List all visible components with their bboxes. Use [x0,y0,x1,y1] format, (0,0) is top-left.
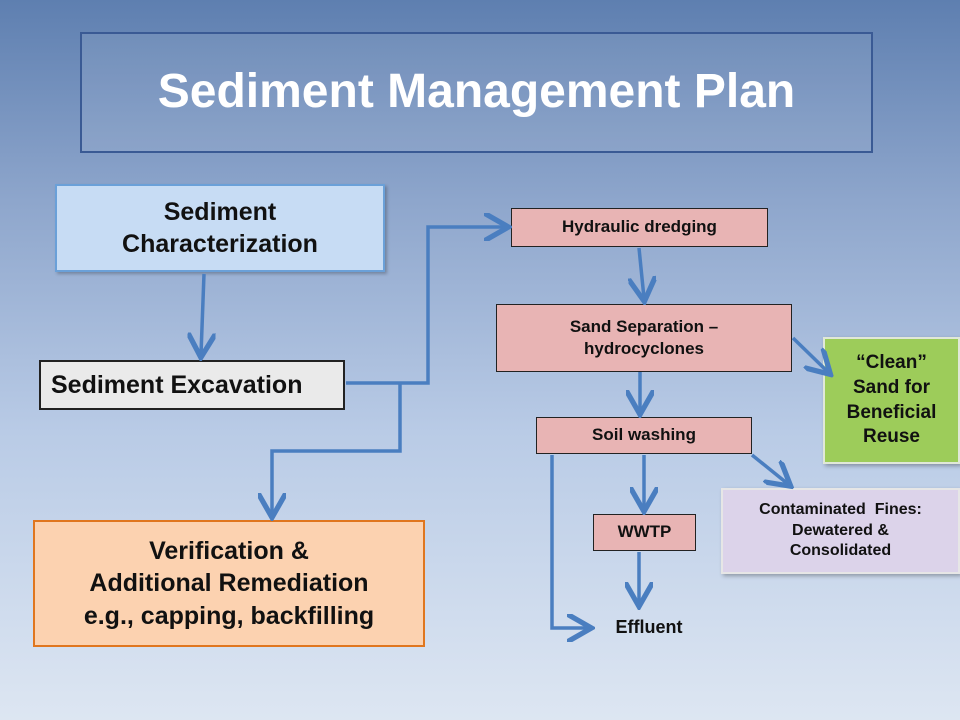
clean-sand-line-4: Reuse [862,426,920,448]
characterization-line-1: Sediment [163,197,277,226]
sediment-characterization-box: Sediment Characterization [55,184,385,272]
effluent-label-box: Effluent [594,614,704,642]
hydraulic-dredging-label: Hydraulic dredging [562,217,717,237]
arrow-dredging-to-separation [639,247,644,298]
sand-separation-line-1: Sand Separation – [569,316,719,336]
fines-line-3: Consolidated [789,542,892,560]
fines-line-1: Contaminated Fines: [759,500,922,518]
verification-line-3: e.g., capping, backfilling [83,601,375,630]
page-title-text: Sediment Management Plan [157,65,796,119]
clean-sand-box: “Clean” Sand for Beneficial Reuse [823,337,960,464]
clean-sand-line-2: Sand for [852,376,931,398]
arrow-soil-washing-to-effluent [550,455,588,628]
verification-line-1: Verification & [149,536,309,565]
arrow-characterization-to-excavation [201,273,204,354]
arrow-separation-to-clean-sand [791,336,828,372]
wwtp-label: WWTP [617,522,672,542]
hydraulic-dredging-box: Hydraulic dredging [511,208,768,247]
clean-sand-line-3: Beneficial [846,401,937,423]
contaminated-fines-box: Contaminated Fines: Dewatered & Consolid… [721,488,960,574]
page-title: Sediment Management Plan [80,32,873,153]
sediment-excavation-box: Sediment Excavation [39,360,345,410]
fines-line-2: Dewatered & [792,521,889,539]
arrow-excavation-to-dredging [346,227,505,385]
clean-sand-line-1: “Clean” [856,352,927,374]
soil-washing-label: Soil washing [592,425,696,445]
verification-remediation-box: Verification & Additional Remediation e.… [33,520,425,647]
sand-separation-box: Sand Separation – hydrocyclones [496,304,792,372]
characterization-line-2: Characterization [122,230,318,258]
sand-separation-line-2: hydrocyclones [583,339,704,358]
arrow-soil-washing-to-fines [750,453,788,484]
verification-line-2: Additional Remediation [89,569,369,598]
soil-washing-box: Soil washing [536,417,752,454]
excavation-label: Sediment Excavation [51,370,303,399]
effluent-label: Effluent [615,617,683,638]
arrow-excavation-to-verification [272,383,402,514]
